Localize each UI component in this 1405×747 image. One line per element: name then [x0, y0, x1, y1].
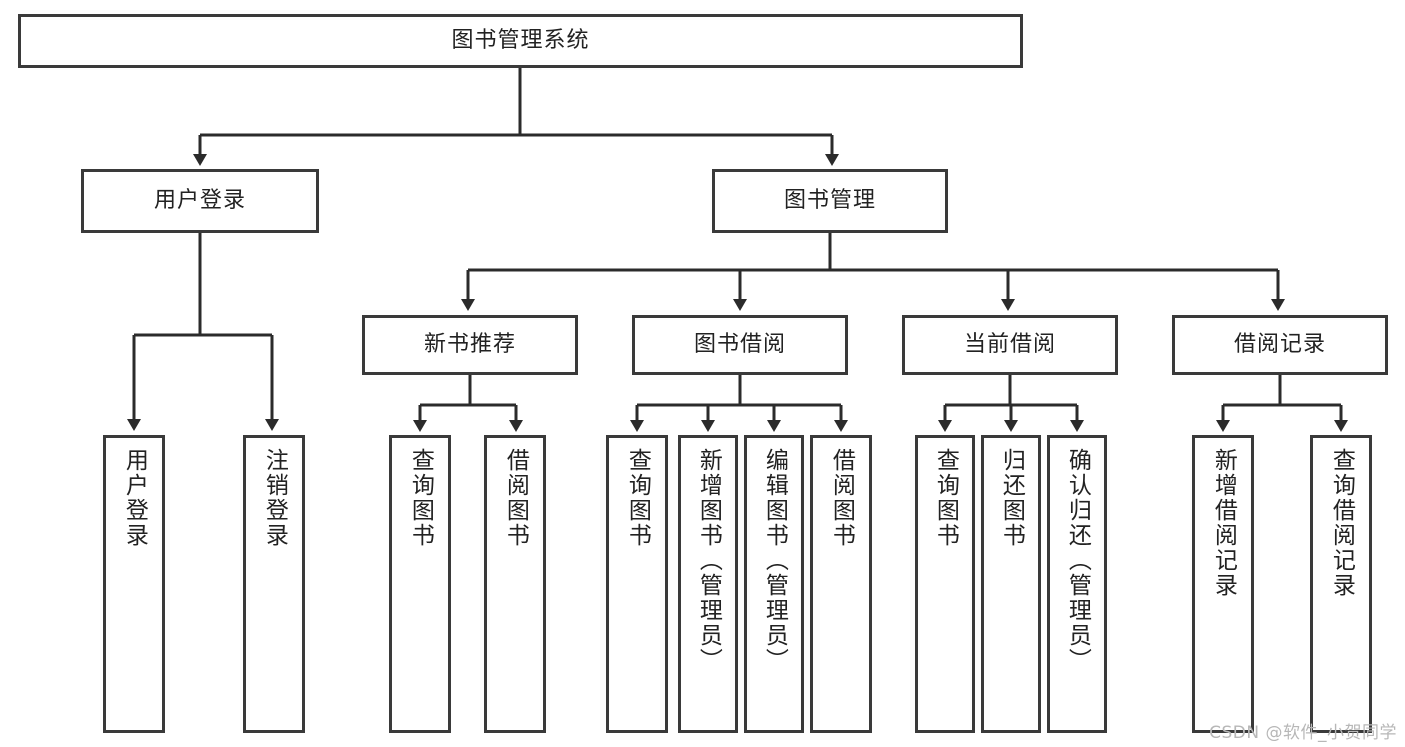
node-leaf-query-book-3-label: 查询图书 — [932, 448, 959, 548]
node-leaf-return-book-label: 归还图书 — [998, 448, 1025, 548]
node-borrow-record[interactable]: 借阅记录 — [1172, 315, 1388, 375]
node-leaf-edit-book-label: 编辑图书（管理员） — [761, 448, 788, 673]
node-user-login-label: 用户登录 — [153, 188, 246, 214]
node-book-manage[interactable]: 图书管理 — [712, 169, 948, 233]
node-leaf-query-book-2[interactable]: 查询图书 — [606, 435, 668, 733]
node-leaf-user-logout-label: 注销登录 — [261, 448, 288, 548]
node-leaf-return-book[interactable]: 归还图书 — [981, 435, 1041, 733]
node-leaf-borrow-book-1[interactable]: 借阅图书 — [484, 435, 546, 733]
node-leaf-confirm-return-label: 确认归还（管理员） — [1064, 448, 1091, 673]
node-new-book-rec[interactable]: 新书推荐 — [362, 315, 578, 375]
node-borrow-record-label: 借阅记录 — [1233, 332, 1326, 358]
node-leaf-query-book-2-label: 查询图书 — [624, 448, 651, 548]
node-book-manage-label: 图书管理 — [783, 188, 876, 214]
node-current-borrow-label: 当前借阅 — [963, 332, 1056, 358]
node-leaf-confirm-return[interactable]: 确认归还（管理员） — [1047, 435, 1107, 733]
node-leaf-query-record[interactable]: 查询借阅记录 — [1310, 435, 1372, 733]
node-book-borrow[interactable]: 图书借阅 — [632, 315, 848, 375]
node-leaf-add-record-label: 新增借阅记录 — [1210, 448, 1237, 598]
node-leaf-user-login[interactable]: 用户登录 — [103, 435, 165, 733]
node-leaf-borrow-book-2-label: 借阅图书 — [828, 448, 855, 548]
node-root-label: 图书管理系统 — [451, 28, 590, 54]
node-leaf-query-book-1[interactable]: 查询图书 — [389, 435, 451, 733]
node-book-borrow-label: 图书借阅 — [693, 332, 786, 358]
node-leaf-query-book-3[interactable]: 查询图书 — [915, 435, 975, 733]
node-root[interactable]: 图书管理系统 — [18, 14, 1023, 68]
node-leaf-user-logout[interactable]: 注销登录 — [243, 435, 305, 733]
node-leaf-add-book[interactable]: 新增图书（管理员） — [678, 435, 738, 733]
node-current-borrow[interactable]: 当前借阅 — [902, 315, 1118, 375]
node-leaf-query-book-1-label: 查询图书 — [407, 448, 434, 548]
node-leaf-borrow-book-1-label: 借阅图书 — [502, 448, 529, 548]
node-leaf-edit-book[interactable]: 编辑图书（管理员） — [744, 435, 804, 733]
watermark: CSDN @软件_小贺同学 — [1209, 723, 1397, 743]
node-leaf-user-login-label: 用户登录 — [121, 448, 148, 548]
node-leaf-query-record-label: 查询借阅记录 — [1328, 448, 1355, 598]
node-leaf-borrow-book-2[interactable]: 借阅图书 — [810, 435, 872, 733]
node-leaf-add-book-label: 新增图书（管理员） — [695, 448, 722, 673]
node-user-login[interactable]: 用户登录 — [81, 169, 319, 233]
node-new-book-rec-label: 新书推荐 — [423, 332, 516, 358]
node-leaf-add-record[interactable]: 新增借阅记录 — [1192, 435, 1254, 733]
